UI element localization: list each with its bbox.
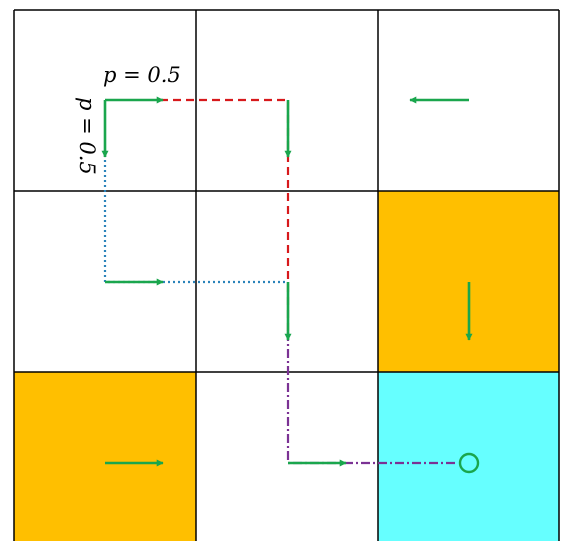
trajectory-arrows <box>101 96 347 467</box>
probability-label-horizontal: p = 0.5 <box>103 63 181 87</box>
grid-cell-cyan <box>378 372 559 541</box>
grid-cell-orange <box>378 191 559 372</box>
goal-circle <box>458 452 480 474</box>
probability-label-vertical: p = 0.5 <box>75 97 99 175</box>
grid-cell-orange <box>14 372 196 541</box>
path-dashed-red <box>160 98 290 332</box>
policy-arrows <box>105 96 473 467</box>
grid-lines <box>13 9 560 541</box>
